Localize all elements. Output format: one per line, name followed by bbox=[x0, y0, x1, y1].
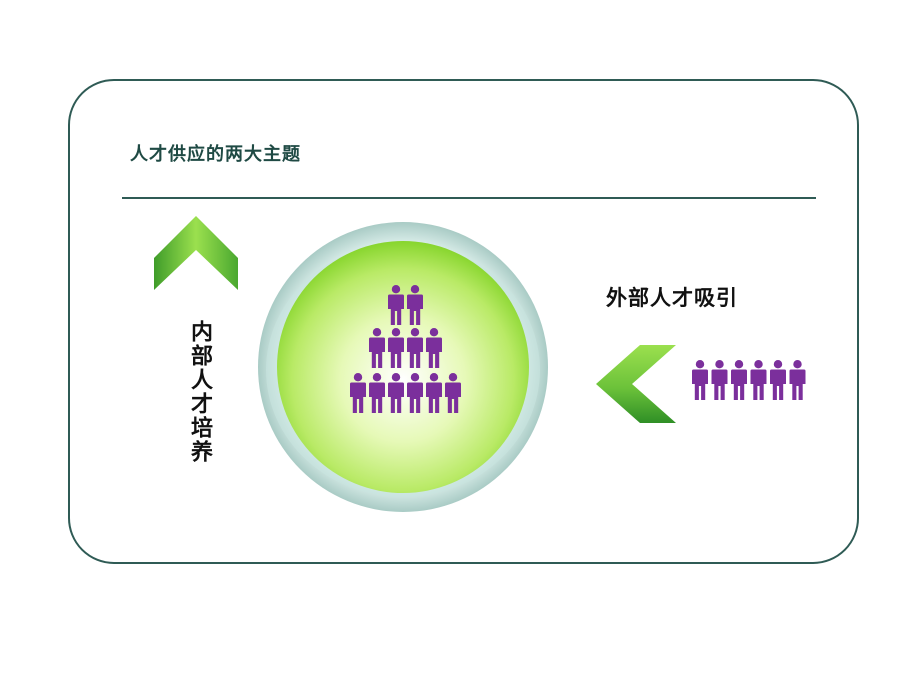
external-talent-row bbox=[692, 360, 806, 400]
person-icon bbox=[770, 360, 786, 400]
talent-core-disc bbox=[258, 222, 548, 512]
person-icon bbox=[750, 360, 767, 400]
internal-training-label: 内部人才培养 bbox=[187, 320, 212, 464]
title-divider bbox=[122, 197, 816, 199]
slide-title: 人才供应的两大主题 bbox=[130, 144, 301, 165]
person-icon bbox=[711, 360, 728, 400]
left-chevron-icon bbox=[596, 345, 676, 423]
person-icon bbox=[789, 360, 806, 400]
person-icon bbox=[731, 360, 747, 400]
person-icon bbox=[692, 360, 708, 400]
external-attraction-label: 外部人才吸引 bbox=[606, 286, 738, 310]
up-chevron-icon bbox=[154, 216, 238, 290]
content-frame bbox=[68, 79, 859, 564]
